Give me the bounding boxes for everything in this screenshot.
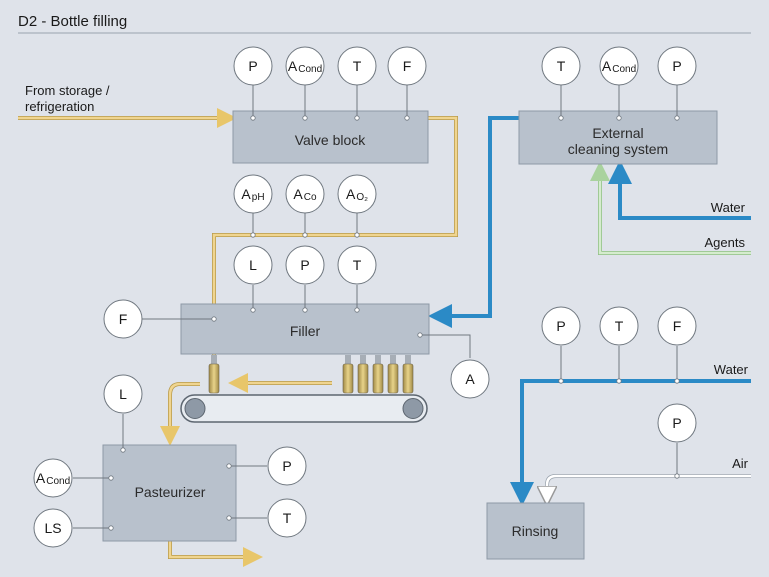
air-pressure-sensor: P xyxy=(657,403,697,443)
bottle xyxy=(208,355,220,394)
water-inlet-pipe xyxy=(608,160,751,220)
svg-text:A: A xyxy=(465,371,475,387)
rinsing-temperature-sensor: T xyxy=(599,306,639,346)
pasteurizer-temperature-sensor: T xyxy=(267,498,307,538)
cleaning-to-filler-pipe xyxy=(428,116,519,328)
page-title: D2 - Bottle filling xyxy=(18,13,127,30)
external-cleaning-label-line2: cleaning system xyxy=(568,141,668,157)
pasteurizer-conductivity-sensor: ACond xyxy=(33,458,73,498)
pasteurizer-unit: Pasteurizer xyxy=(102,444,237,542)
svg-text:T: T xyxy=(557,58,566,74)
rinsing-flow-sensor: F xyxy=(657,306,697,346)
svg-text:ACond: ACond xyxy=(602,58,636,75)
svg-text:P: P xyxy=(556,318,565,334)
rinsing-water-pipe xyxy=(510,379,751,506)
bottle xyxy=(357,355,369,394)
ph-analyzer: ApH xyxy=(233,174,273,214)
filler-pressure-sensor: P xyxy=(285,245,325,285)
external-cleaning-label-line1: External xyxy=(592,125,643,141)
cleaning-temperature-sensor: T xyxy=(541,46,581,86)
pasteurizer-level-switch: LS xyxy=(33,508,73,548)
air-pipe xyxy=(547,474,751,501)
from-storage-label-line1: From storage / xyxy=(25,83,110,98)
svg-text:P: P xyxy=(672,415,681,431)
svg-text:T: T xyxy=(283,510,292,526)
svg-text:T: T xyxy=(353,257,362,273)
svg-text:AO₂: AO₂ xyxy=(346,186,368,203)
svg-text:L: L xyxy=(249,257,257,273)
svg-text:F: F xyxy=(403,58,412,74)
tap-points xyxy=(108,115,680,531)
svg-text:F: F xyxy=(673,318,682,334)
filler-analyzer: A xyxy=(450,359,490,399)
bottle xyxy=(402,355,414,394)
valve-block-label: Valve block xyxy=(295,132,367,148)
from-storage-label-line2: refrigeration xyxy=(25,99,94,114)
svg-text:T: T xyxy=(353,58,362,74)
rinsing-label: Rinsing xyxy=(512,523,559,539)
filler-label: Filler xyxy=(290,323,321,339)
svg-text:ACo: ACo xyxy=(293,186,317,203)
svg-text:L: L xyxy=(119,386,127,402)
rinsing-water-label: Water xyxy=(714,362,749,377)
product-to-pasteurizer-pipe xyxy=(160,382,200,446)
svg-text:P: P xyxy=(282,458,291,474)
svg-text:F: F xyxy=(119,311,128,327)
svg-text:ACond: ACond xyxy=(36,470,70,487)
agents-label: Agents xyxy=(705,235,746,250)
filler-level-sensor: L xyxy=(233,245,273,285)
oxygen-analyzer: AO₂ xyxy=(337,174,377,214)
svg-text:P: P xyxy=(248,58,257,74)
filler-flow-sensor: F xyxy=(103,299,143,339)
cleaning-pressure-sensor: P xyxy=(657,46,697,86)
valve-pressure-sensor: P xyxy=(233,46,273,86)
co-analyzer: ACo xyxy=(285,174,325,214)
air-label: Air xyxy=(732,456,749,471)
svg-text:ApH: ApH xyxy=(241,186,264,203)
bottle xyxy=(342,355,354,394)
valve-temperature-sensor: T xyxy=(337,46,377,86)
pasteurizer-label: Pasteurizer xyxy=(135,484,206,500)
instrument-leader-lines xyxy=(73,85,678,529)
cleaning-conductivity-sensor: ACond xyxy=(599,46,639,86)
svg-text:ACond: ACond xyxy=(288,58,322,75)
pasteurizer-pressure-sensor: P xyxy=(267,446,307,486)
product-to-filler-pipe xyxy=(212,116,458,358)
product-outlet-pipe xyxy=(168,541,263,567)
filler-temperature-sensor: T xyxy=(337,245,377,285)
cleaning-water-label: Water xyxy=(711,200,746,215)
svg-text:LS: LS xyxy=(44,520,61,536)
valve-block-unit: Valve block xyxy=(232,110,429,164)
valve-flow-sensor: F xyxy=(387,46,427,86)
agents-inlet-pipe xyxy=(590,161,751,255)
pasteurizer-level-sensor: L xyxy=(103,374,143,414)
conveyor-belt xyxy=(180,394,428,423)
rinsing-unit: Rinsing xyxy=(486,502,585,560)
bottle xyxy=(387,355,399,394)
rinsing-pressure-sensor: P xyxy=(541,306,581,346)
svg-text:P: P xyxy=(672,58,681,74)
valve-conductivity-sensor: ACond xyxy=(285,46,325,86)
svg-text:P: P xyxy=(300,257,309,273)
bottles xyxy=(208,355,414,394)
bottle xyxy=(372,355,384,394)
svg-text:T: T xyxy=(615,318,624,334)
